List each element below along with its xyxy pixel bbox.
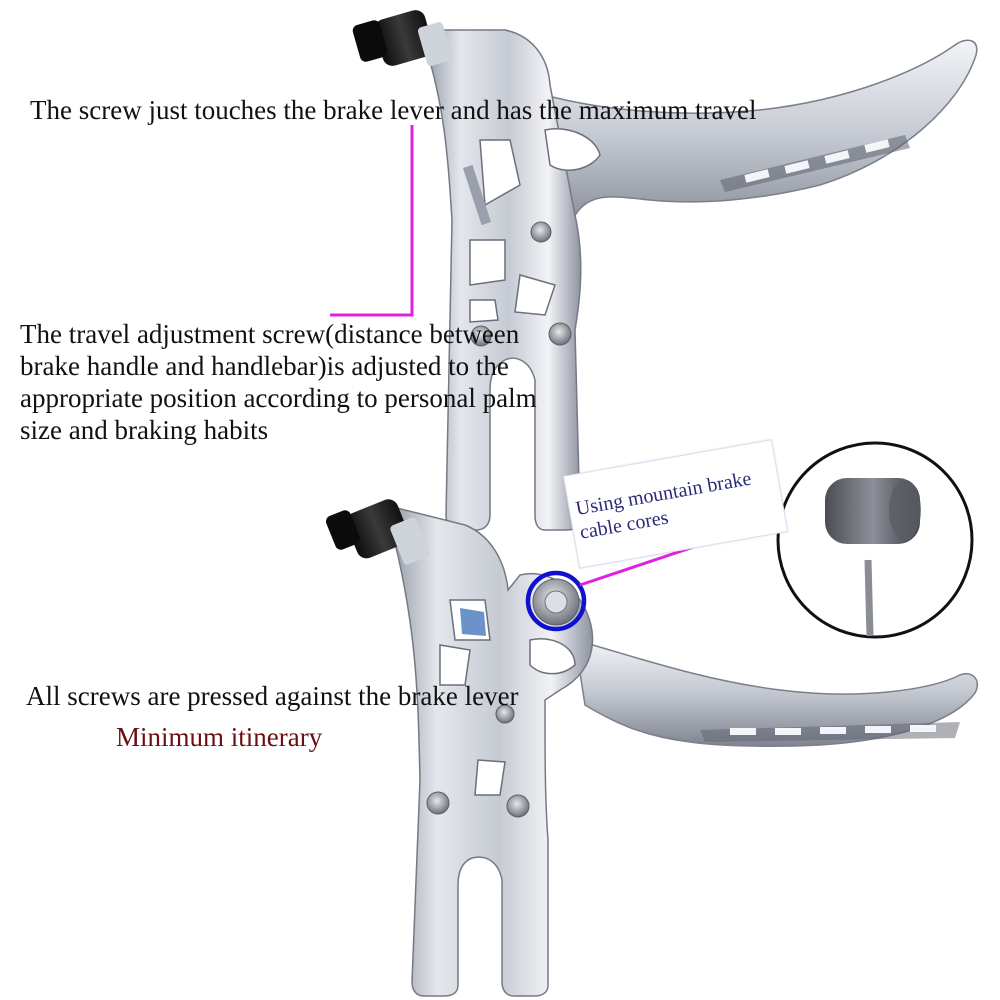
cable-wire <box>864 559 874 637</box>
adjuster-knob <box>326 499 430 565</box>
lever-blade <box>574 638 979 747</box>
travel-adjustment-screw <box>462 164 492 226</box>
caption-travel-adjustment: The travel adjustment screw(distance bet… <box>20 319 537 445</box>
pointer-line-screw <box>330 125 414 317</box>
caption-minimum-itinerary: Minimum itinerary <box>116 722 323 752</box>
pivot-screw <box>495 704 515 724</box>
lever-blade-slots <box>744 139 890 183</box>
bolt-right <box>506 794 530 818</box>
highlight-ring <box>525 570 587 632</box>
bolt-right <box>548 322 572 346</box>
brake-lever-max-travel <box>352 10 978 531</box>
cable-barrel-hole <box>544 590 568 614</box>
bolt-left <box>470 325 492 347</box>
brake-lever-min-travel <box>326 499 979 997</box>
caption-screws-pressed: All screws are pressed against the brake… <box>26 681 519 711</box>
lever-blade-ribs <box>720 135 910 192</box>
lever-blade <box>544 39 978 242</box>
blue-adjuster-visible <box>460 608 486 636</box>
bolt-left <box>426 791 450 815</box>
adjuster-knob <box>352 10 453 66</box>
cable-core-zoom <box>776 441 974 639</box>
pivot-screw <box>530 221 552 243</box>
caption-maximum-travel: The screw just touches the brake lever a… <box>30 95 757 125</box>
body-cutouts <box>469 128 601 323</box>
lever-blade-slots <box>730 725 936 735</box>
